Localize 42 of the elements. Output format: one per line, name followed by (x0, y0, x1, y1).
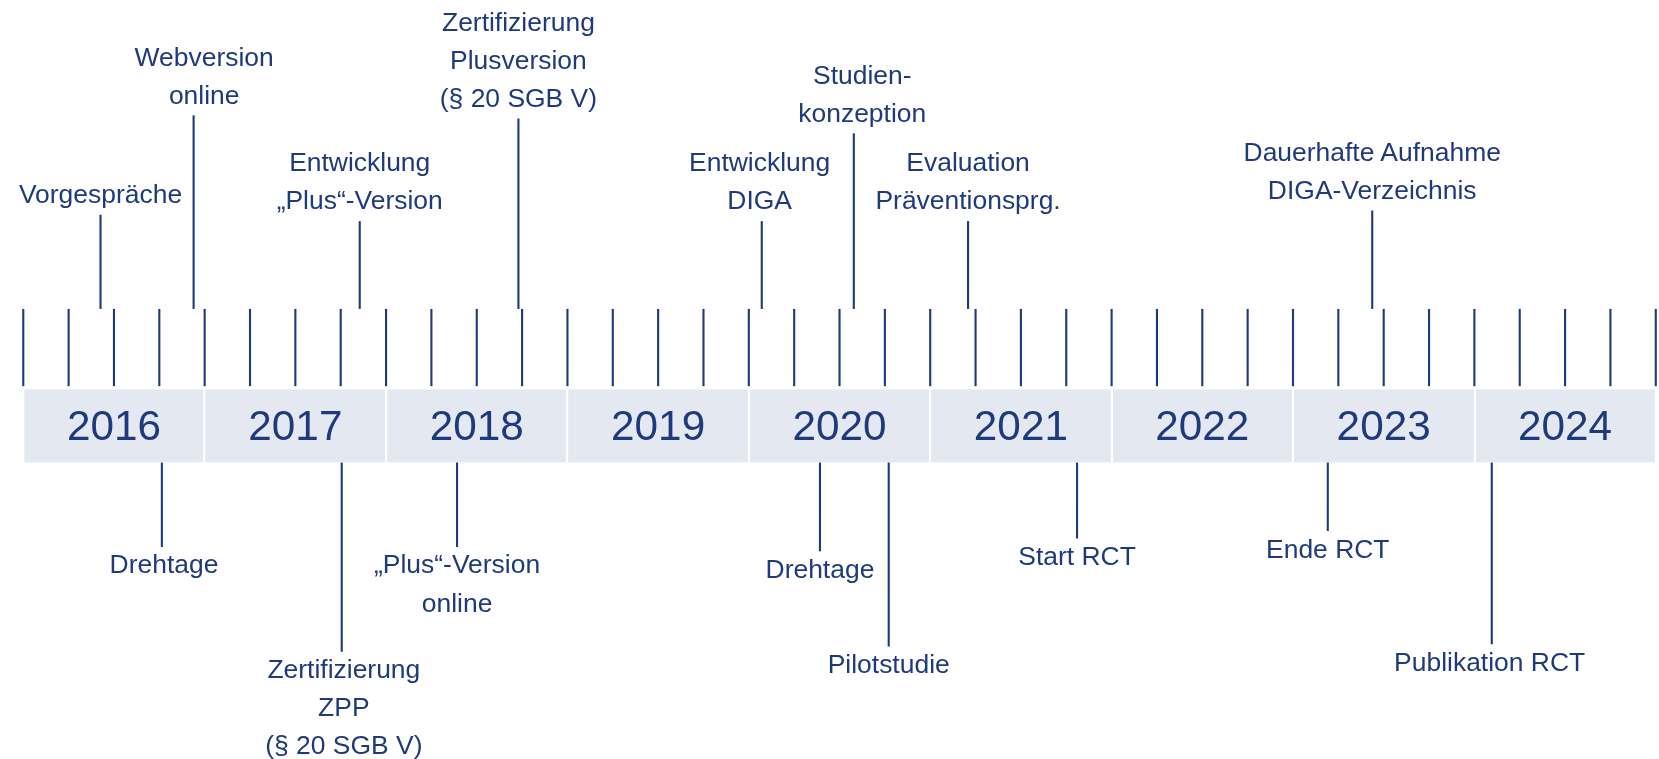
event-label: Start RCT (1018, 536, 1136, 575)
leader-line (160, 462, 163, 547)
year-band: 2019 (568, 389, 748, 463)
event-label: Webversion online (134, 37, 274, 114)
leader-line (1371, 210, 1374, 309)
event-label: Studien- konzeption (798, 55, 927, 132)
leader-line (760, 221, 763, 309)
event-label: Drehtage (765, 549, 875, 588)
year-band: 2022 (1112, 389, 1292, 463)
tick-marks (22, 308, 1657, 387)
event-label: „Plus“-Version online (374, 544, 541, 622)
year-band: 2023 (1294, 389, 1474, 463)
leader-line (1326, 462, 1329, 532)
leader-line (192, 115, 195, 309)
year-band: 2018 (387, 389, 567, 463)
event-label: Entwicklung „Plus“-Version (276, 142, 443, 219)
year-band: 2016 (24, 389, 204, 463)
event-label: Dauerhafte Aufnahme DIGA-Verzeichnis (1243, 132, 1501, 209)
leader-line (818, 462, 821, 552)
leader-line (1076, 462, 1079, 539)
event-label: Zertifizierung ZPP (§ 20 SGB V) (265, 649, 423, 759)
leader-line (967, 221, 970, 309)
event-label: Publikation RCT (1394, 642, 1586, 681)
event-label: Drehtage (109, 544, 219, 583)
leader-line (1490, 462, 1493, 645)
event-label: Vorgespräche (18, 174, 183, 213)
year-band: 2020 (749, 389, 930, 463)
event-label: Ende RCT (1266, 529, 1390, 568)
event-label: Entwicklung DIGA (689, 142, 831, 219)
event-label: Pilotstudie (827, 644, 950, 683)
event-label: Zertifizierung Plusversion (§ 20 SGB V) (439, 2, 598, 117)
year-band: 2024 (1475, 389, 1655, 463)
year-band: 2017 (205, 389, 385, 463)
year-band: 2021 (931, 389, 1111, 463)
leader-line (358, 221, 361, 309)
event-label: Evaluation Präventionsprg. (875, 142, 1061, 219)
leader-line (517, 118, 520, 309)
leader-line (340, 462, 343, 652)
leader-line (99, 214, 102, 309)
leader-line (852, 133, 855, 309)
leader-line (456, 462, 459, 547)
leader-line (887, 462, 890, 647)
